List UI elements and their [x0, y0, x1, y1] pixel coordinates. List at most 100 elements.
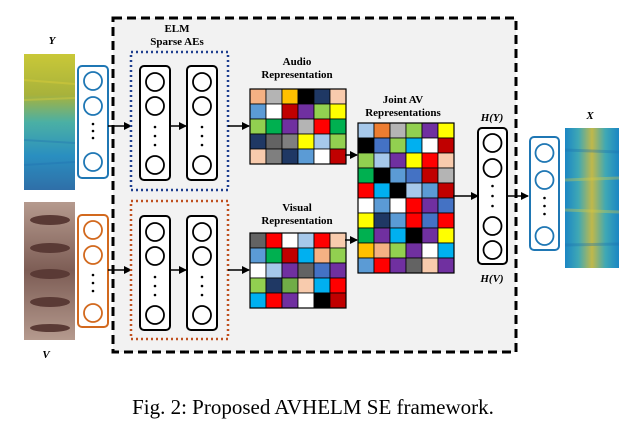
- joint-grid-cell: [421, 227, 439, 244]
- joint-grid-cell: [373, 257, 391, 274]
- joint-grid-cell: [405, 212, 423, 229]
- joint-grid-cell: [405, 122, 423, 139]
- visual-grid-cell: [297, 262, 315, 279]
- lip-image-stack: [24, 202, 75, 340]
- visual-grid-cell: [265, 247, 283, 264]
- joint-rep-label-1: Joint AV: [383, 94, 424, 106]
- joint-grid-cell: [357, 197, 375, 214]
- visual-grid-cell: [297, 247, 315, 264]
- joint-grid-cell: [373, 152, 391, 169]
- joint-grid-cell: [437, 212, 455, 229]
- visual-grid-cell: [329, 247, 347, 264]
- joint-grid-cell: [389, 122, 407, 139]
- joint-grid-cell: [357, 137, 375, 154]
- joint-grid-cell: [373, 242, 391, 259]
- joint-grid-cell: [421, 197, 439, 214]
- audio-grid-cell: [249, 103, 267, 120]
- visual-grid-cell: [281, 247, 299, 264]
- audio-grid-cell: [281, 103, 299, 120]
- visual-grid-cell: [265, 262, 283, 279]
- joint-grid-cell: [421, 167, 439, 184]
- joint-grid-cell: [357, 167, 375, 184]
- audio-grid-cell: [313, 148, 331, 165]
- elm-audio-autoencoder-box: [129, 50, 230, 192]
- audio-grid-cell: [313, 103, 331, 120]
- joint-grid-cell: [437, 257, 455, 274]
- audio-grid-cell: [329, 118, 347, 135]
- joint-grid-cell: [437, 152, 455, 169]
- joint-grid-cell: [357, 152, 375, 169]
- visual-representation-grid: [249, 232, 347, 309]
- input-audio-label: Y: [49, 35, 57, 47]
- joint-grid-cell: [405, 197, 423, 214]
- joint-grid-cell: [357, 227, 375, 244]
- visual-grid-cell: [265, 277, 283, 294]
- visual-rep-label-1: Visual: [282, 202, 312, 214]
- joint-grid-cell: [389, 137, 407, 154]
- joint-grid-cell: [421, 182, 439, 199]
- audio-grid-cell: [265, 148, 283, 165]
- audio-grid-cell: [297, 133, 315, 150]
- audio-grid-cell: [297, 118, 315, 135]
- visual-grid-cell: [329, 277, 347, 294]
- joint-grid-cell: [437, 137, 455, 154]
- joint-grid-cell: [357, 242, 375, 259]
- joint-grid-cell: [421, 212, 439, 229]
- elm-title-line1: ELM: [164, 23, 190, 35]
- joint-grid-cell: [437, 167, 455, 184]
- audio-grid-cell: [313, 118, 331, 135]
- joint-grid-cell: [405, 137, 423, 154]
- visual-grid-cell: [313, 232, 331, 249]
- audio-grid-cell: [329, 148, 347, 165]
- audio-representation-grid: [249, 88, 347, 165]
- joint-grid-cell: [357, 182, 375, 199]
- joint-grid-cell: [389, 227, 407, 244]
- visual-grid-cell: [313, 277, 331, 294]
- elm-visual-layers: [139, 215, 218, 331]
- visual-grid-cell: [249, 232, 267, 249]
- visual-input-neurons: [77, 214, 109, 328]
- visual-grid-cell: [329, 292, 347, 309]
- audio-grid-cell: [329, 103, 347, 120]
- figure-caption: Fig. 2: Proposed AVHELM SE framework.: [132, 395, 494, 419]
- audio-grid-cell: [281, 148, 299, 165]
- visual-grid-cell: [249, 262, 267, 279]
- visual-rep-label-2: Representation: [261, 215, 332, 227]
- audio-grid-cell: [329, 133, 347, 150]
- audio-grid-border: [249, 88, 347, 165]
- joint-grid-cell: [405, 182, 423, 199]
- joint-grid-cell: [357, 212, 375, 229]
- joint-grid-cell: [421, 242, 439, 259]
- joint-grid-cell: [405, 152, 423, 169]
- visual-grid-cell: [329, 232, 347, 249]
- joint-grid-cell: [389, 242, 407, 259]
- input-visual-label: V: [42, 349, 51, 361]
- joint-grid-cell: [389, 167, 407, 184]
- audio-grid-cell: [249, 118, 267, 135]
- visual-grid-cell: [297, 292, 315, 309]
- joint-grid-cell: [373, 122, 391, 139]
- joint-grid-cell: [389, 152, 407, 169]
- joint-grid-cell: [421, 122, 439, 139]
- joint-grid-cell: [373, 137, 391, 154]
- audio-grid-cell: [249, 133, 267, 150]
- visual-grid-cell: [313, 292, 331, 309]
- joint-grid-cell: [437, 242, 455, 259]
- hidden-top-label: H(Y): [480, 112, 504, 124]
- audio-input-neurons: [77, 65, 109, 179]
- joint-grid-cell: [389, 212, 407, 229]
- visual-grid-cell: [265, 292, 283, 309]
- joint-grid-cell: [357, 257, 375, 274]
- visual-grid-cell: [281, 232, 299, 249]
- audio-grid-cell: [313, 88, 331, 105]
- visual-grid-cell: [249, 292, 267, 309]
- output-spectrogram-streaks: [564, 148, 620, 247]
- visual-grid-cell: [281, 277, 299, 294]
- visual-grid-cell: [313, 247, 331, 264]
- audio-grid-cell: [281, 133, 299, 150]
- joint-grid-cell: [373, 182, 391, 199]
- audio-grid-cell: [297, 148, 315, 165]
- joint-grid-cell: [421, 257, 439, 274]
- joint-grid-cell: [421, 152, 439, 169]
